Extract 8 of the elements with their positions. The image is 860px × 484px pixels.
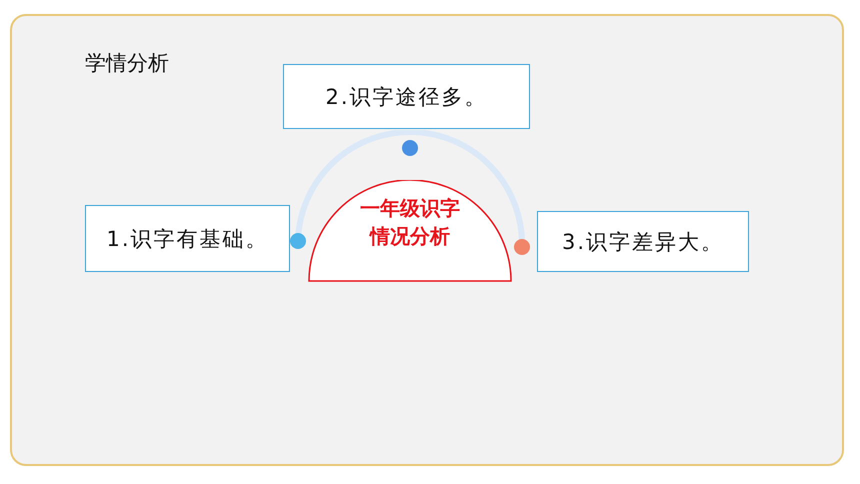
center-heading: 一年级识字情况分析 xyxy=(359,195,461,250)
box-text: 2.识字途径多。 xyxy=(325,84,488,110)
text-box xyxy=(283,64,530,129)
slide-title: 学情分析 xyxy=(85,50,169,77)
box-text: 3.识字差异大。 xyxy=(562,228,724,256)
text-box xyxy=(85,205,290,272)
box-text: 1.识字有基础。 xyxy=(106,226,269,252)
text-box xyxy=(537,211,749,272)
